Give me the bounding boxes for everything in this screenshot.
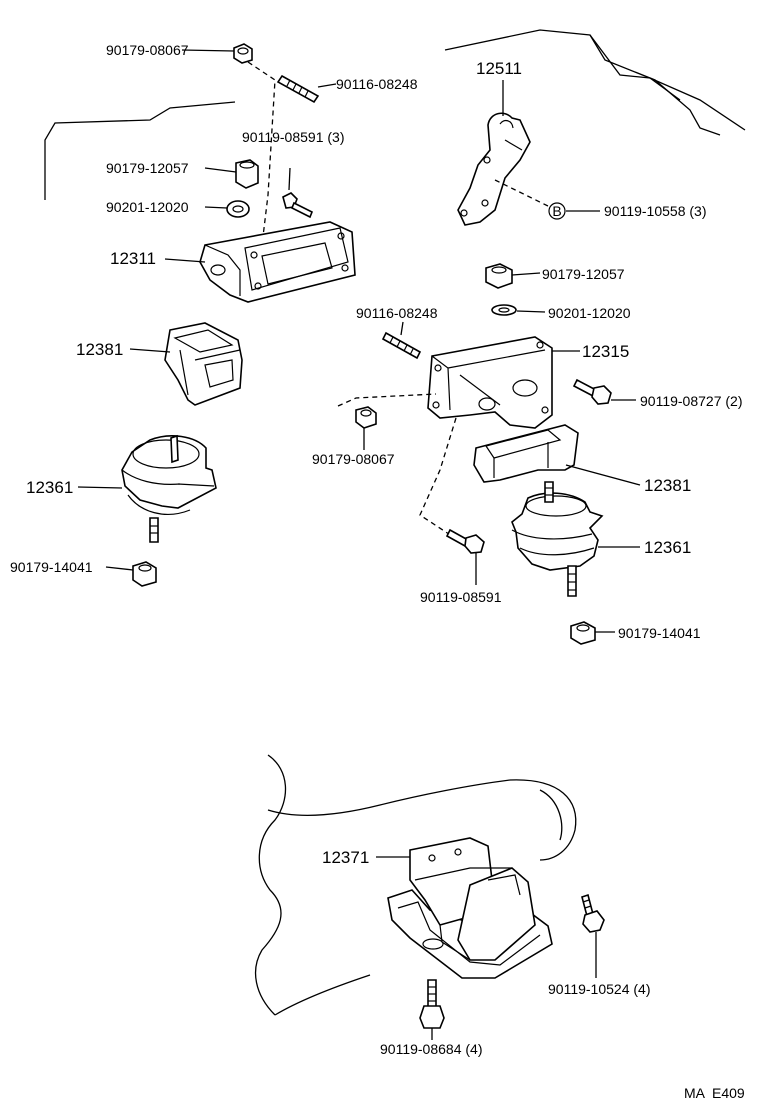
label-12381-right: 12381	[644, 476, 691, 495]
nut-right-2-icon[interactable]	[355, 406, 377, 429]
label-90179-08067-left: 90179-08067	[106, 42, 189, 58]
washer-right-icon[interactable]	[491, 304, 517, 316]
label-90119-08727-2: 90119-08727 (2)	[640, 393, 742, 409]
nut-bottom-left-icon[interactable]	[132, 561, 157, 587]
label-90116-08248-left: 90116-08248	[336, 76, 418, 92]
engine-mounting-bracket-12311[interactable]	[199, 221, 356, 303]
diagram-code: MA E409	[684, 1085, 745, 1101]
bolt-right-icon[interactable]	[572, 378, 612, 405]
label-90179-14041-left: 90179-14041	[10, 559, 93, 575]
nut-right-icon[interactable]	[485, 263, 513, 289]
bolt-rear-bottom-icon[interactable]	[419, 979, 445, 1029]
label-12361-right: 12361	[644, 538, 691, 557]
engine-block-outline-top-right	[444, 29, 746, 136]
label-12371: 12371	[322, 848, 369, 867]
label-12361-left: 12361	[26, 478, 73, 497]
engine-block-outline-top-left	[44, 101, 236, 200]
label-90179-12057-right: 90179-12057	[542, 266, 625, 282]
label-12311: 12311	[110, 249, 156, 268]
nut-small-icon[interactable]	[235, 159, 259, 189]
bolt-lower-icon[interactable]	[445, 528, 485, 554]
label-90201-12020-left: 90201-12020	[106, 199, 189, 215]
label-90179-08067-right: 90179-08067	[312, 451, 395, 467]
label-90201-12020-right: 90201-12020	[548, 305, 631, 321]
engine-hanger-12511[interactable]	[457, 112, 531, 226]
label-12381-left: 12381	[76, 340, 123, 359]
nut-bottom-right-icon[interactable]	[570, 621, 596, 645]
transmission-outline	[254, 754, 577, 1016]
stud-bolt-icon[interactable]	[276, 74, 320, 104]
stud-right-icon[interactable]	[381, 331, 422, 360]
nut-icon[interactable]	[233, 43, 253, 64]
label-90116-08248-right: 90116-08248	[356, 305, 438, 321]
rear-engine-mount-12371[interactable]	[387, 837, 553, 979]
bolt-rear-right-icon[interactable]	[581, 893, 605, 933]
marker-b-icon: B	[548, 202, 566, 220]
label-90119-08591: 90119-08591	[420, 589, 502, 605]
label-90179-12057-left: 90179-12057	[106, 160, 189, 176]
label-90119-08684-4: 90119-08684 (4)	[380, 1041, 482, 1057]
insulator-12381-left[interactable]	[164, 322, 243, 406]
label-90119-10558-3: 90119-10558 (3)	[604, 203, 706, 219]
insulator-12381-right[interactable]	[473, 424, 579, 483]
label-90119-10524-4: 90119-10524 (4)	[548, 981, 650, 997]
label-90179-14041-right: 90179-14041	[618, 625, 701, 641]
marker-b-text: B	[552, 203, 561, 219]
label-12315: 12315	[582, 342, 629, 361]
washer-icon[interactable]	[226, 200, 250, 218]
engine-mounting-bracket-12315[interactable]	[427, 336, 553, 429]
label-90119-08591-3: 90119-08591 (3)	[242, 129, 344, 145]
label-12511: 12511	[476, 59, 522, 78]
bolt-icon[interactable]	[282, 192, 314, 219]
engine-mount-12361-left[interactable]	[121, 434, 217, 543]
engine-mount-12361-right[interactable]	[511, 481, 604, 597]
